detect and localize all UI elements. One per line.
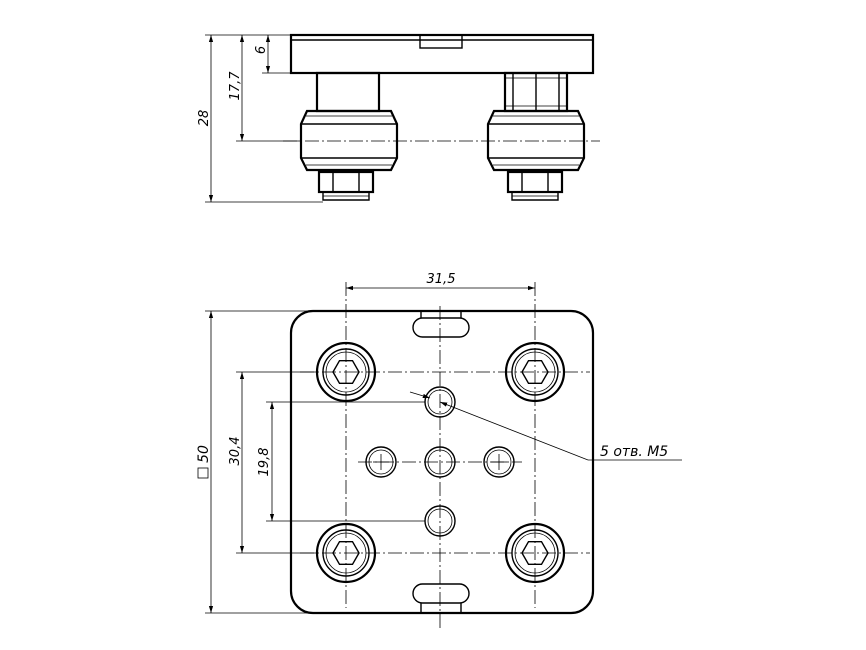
dim-label-17-7: 17,7 (228, 71, 243, 101)
plan-view: 31,5 30,4 19,8 50 5 отв. М5 (196, 272, 682, 628)
left-stem (315, 71, 381, 113)
right-stem-nut (503, 71, 569, 113)
side-view: 6 17,7 28 (197, 33, 600, 203)
right-wheel (486, 109, 586, 172)
dim-label-50: 50 (196, 445, 212, 463)
bottom-slot (412, 583, 470, 613)
holes-leader (409, 391, 682, 461)
holes-callout-label: 5 отв. М5 (600, 444, 668, 460)
right-bottom-nut (506, 170, 564, 201)
dim-label-28: 28 (197, 110, 212, 127)
dim-label-30-4: 30,4 (228, 437, 243, 466)
dim-label-19-8: 19,8 (257, 448, 272, 477)
left-bottom-nut (317, 170, 375, 201)
square-icon (197, 467, 209, 479)
left-wheel (299, 109, 399, 172)
plan-plate (289, 309, 595, 615)
dim-label-31-5: 31,5 (427, 272, 456, 287)
top-slot (412, 311, 470, 338)
dim-label-6: 6 (254, 46, 269, 54)
side-plate-slot (419, 34, 463, 49)
